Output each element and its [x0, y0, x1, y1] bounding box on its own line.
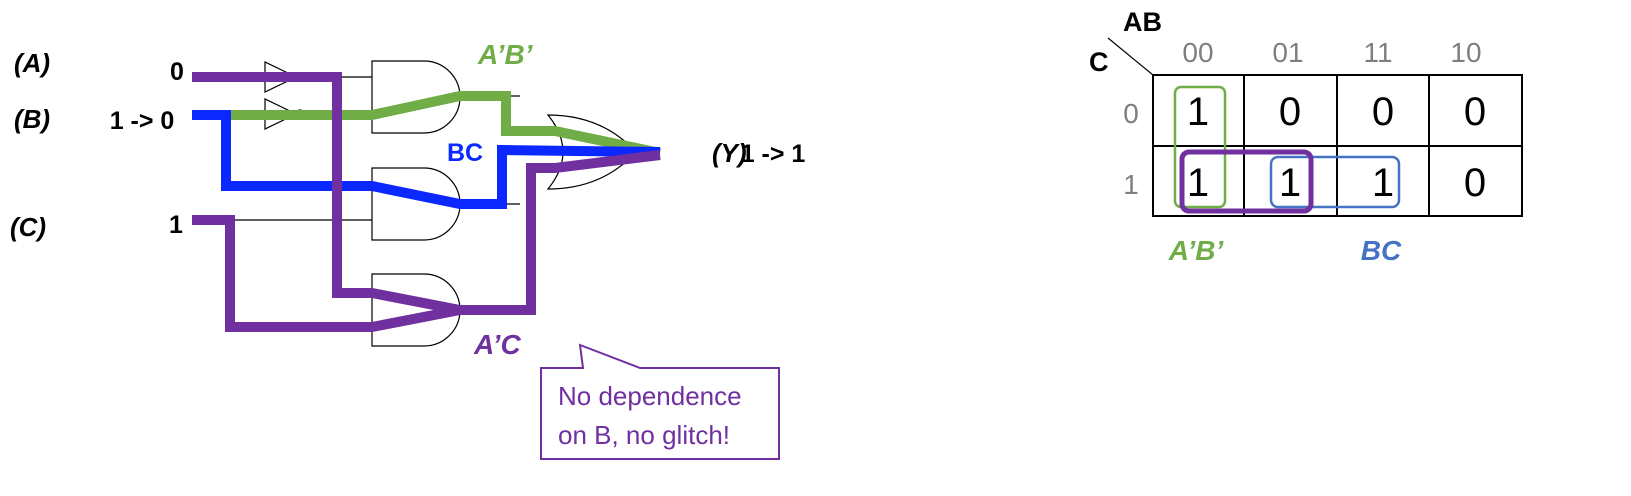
callout-line-1: No dependence [558, 381, 742, 411]
kmap-group-green [1173, 85, 1227, 209]
kmap-cell-r1-c0: 1 [1187, 161, 1209, 205]
term-label-bc: BC [447, 139, 483, 167]
kmap-cell-r0-c3: 0 [1464, 90, 1486, 134]
kmap-col-header-11: 11 [1363, 37, 1392, 68]
input-label-c: (C) [10, 212, 46, 242]
kmap-col-var: AB [1123, 7, 1162, 37]
kmap-row-header-0: 0 [1123, 98, 1139, 129]
kmap-group-purple [1179, 149, 1314, 214]
kmap-cell-r0-c1: 0 [1279, 90, 1301, 134]
kmap-label-blue: BC [1361, 235, 1402, 266]
input-value-c: 1 [169, 211, 183, 239]
kmap-cell-r0-c0: 1 [1187, 90, 1209, 134]
kmap-cell-r1-c3: 0 [1464, 161, 1486, 205]
kmap-col-header-10: 10 [1450, 37, 1481, 68]
kmap-row-header-1: 1 [1123, 169, 1139, 200]
kmap-cell-r1-c1: 1 [1279, 161, 1301, 205]
kmap: AB C 00 01 11 10 0 1 1 0 0 0 1 1 1 0 A’B… [1089, 7, 1523, 266]
callout: No dependence on B, no glitch! [540, 343, 780, 460]
term-label-ac: A’C [473, 329, 521, 360]
output-value: 1 -> 1 [741, 140, 806, 168]
term-label-abbar: A’B’ [477, 39, 534, 70]
path-blue-bc [192, 110, 661, 209]
kmap-row-var: C [1089, 47, 1109, 77]
callout-line-2: on B, no glitch! [558, 420, 730, 450]
kmap-group-blue [1269, 155, 1401, 209]
output-label: (Y) [712, 138, 747, 168]
input-value-a: 0 [170, 58, 184, 86]
kmap-col-header-01: 01 [1272, 37, 1303, 68]
kmap-col-header-00: 00 [1182, 37, 1213, 68]
kmap-cell-r0-c2: 0 [1372, 90, 1394, 134]
kmap-label-green: A’B’ [1168, 235, 1225, 266]
input-label-b: (B) [14, 104, 50, 134]
input-label-a: (A) [14, 48, 50, 78]
kmap-cell-r1-c2: 1 [1372, 161, 1394, 205]
input-value-b: 1 -> 0 [110, 107, 175, 135]
path-purple-a [192, 72, 461, 315]
path-purple-c [192, 150, 661, 332]
path-green-abbar [192, 91, 662, 158]
